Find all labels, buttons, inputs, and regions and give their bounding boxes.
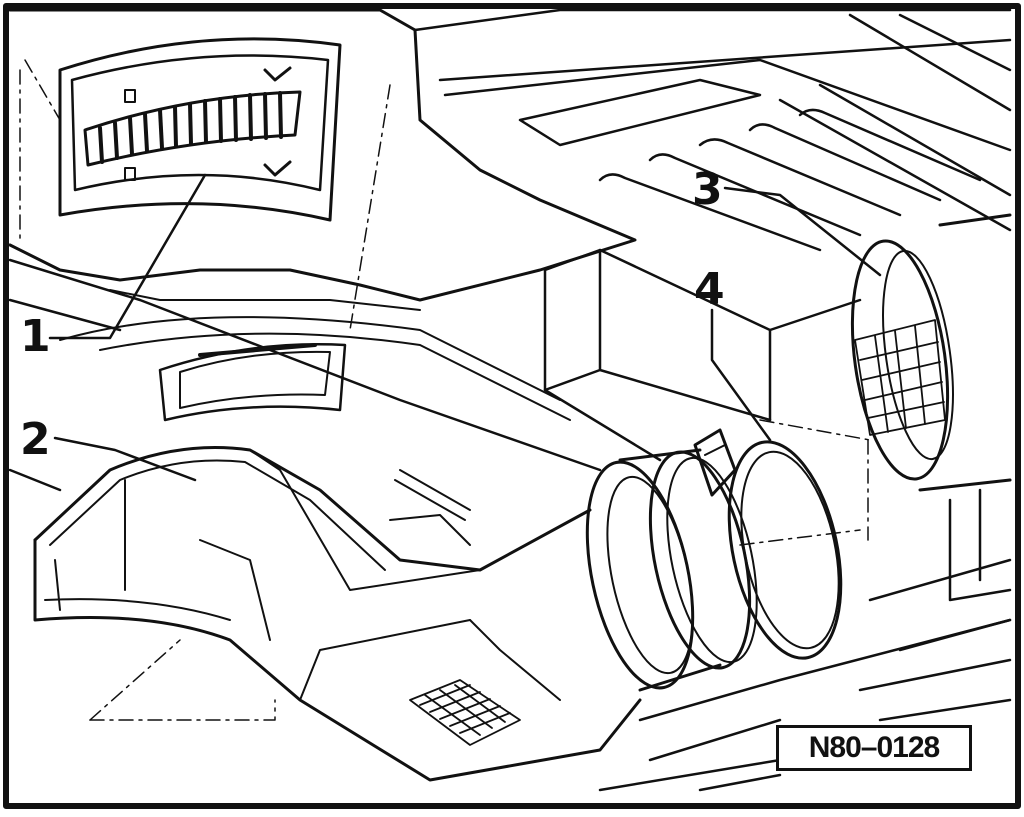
dashboard-control-slot xyxy=(158,343,347,422)
alignment-lines xyxy=(739,419,871,546)
reference-code: N80–0128 xyxy=(808,731,940,764)
duct-mesh xyxy=(409,679,521,746)
callout-2: 2 xyxy=(20,414,51,465)
air-intake-duct xyxy=(33,446,642,782)
seal-ring xyxy=(727,440,843,660)
callout-4: 4 xyxy=(694,264,725,315)
callout-3: 3 xyxy=(692,164,723,215)
dial-ribs xyxy=(98,91,283,164)
reference-code-box: N80–0128 xyxy=(776,725,972,771)
leader-line-4 xyxy=(710,308,772,442)
leader-line-3 xyxy=(723,186,882,277)
figure-frame xyxy=(3,3,1021,809)
callout-1: 1 xyxy=(20,311,51,362)
duct-connector xyxy=(585,448,722,692)
air-filter-housing-hose xyxy=(850,213,1012,492)
temperature-control-dial xyxy=(19,37,391,331)
engine-bay-background xyxy=(8,8,1012,792)
leader-line-2 xyxy=(53,436,197,482)
leader-line-1 xyxy=(48,173,207,340)
hose-mesh xyxy=(854,319,946,436)
leader-lines xyxy=(48,173,882,482)
